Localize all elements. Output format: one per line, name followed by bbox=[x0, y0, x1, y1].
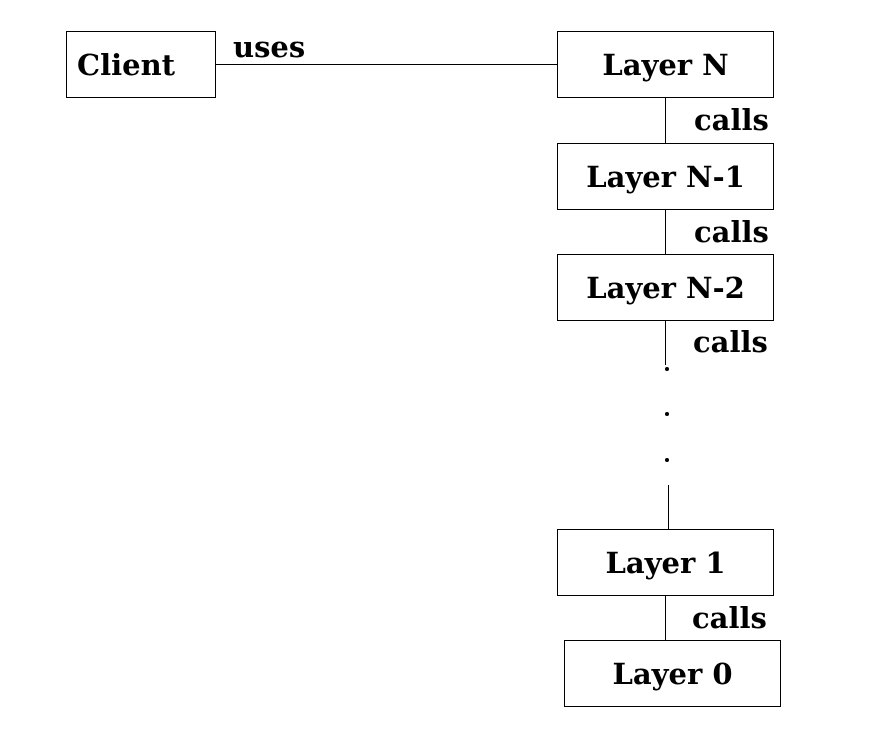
connector-to-layer-1 bbox=[668, 485, 669, 529]
client-label: Client bbox=[77, 47, 176, 82]
calls-label-n: calls bbox=[694, 103, 769, 137]
layer-n-1-label: Layer N-1 bbox=[586, 159, 745, 194]
layer-0-box: Layer 0 bbox=[564, 640, 781, 707]
calls-connector-n bbox=[665, 98, 666, 143]
layer-n-1-box: Layer N-1 bbox=[557, 143, 774, 210]
client-box: Client bbox=[66, 31, 216, 98]
layer-n-2-box: Layer N-2 bbox=[557, 254, 774, 321]
calls-connector-1 bbox=[665, 596, 666, 640]
calls-connector-n-2 bbox=[665, 321, 666, 365]
calls-label-n-2: calls bbox=[693, 325, 768, 359]
calls-connector-n-1 bbox=[665, 210, 666, 254]
layer-n-box: Layer N bbox=[557, 31, 774, 98]
uses-connector bbox=[216, 64, 558, 65]
layer-0-label: Layer 0 bbox=[612, 656, 733, 691]
ellipsis-dot-3 bbox=[665, 458, 669, 462]
ellipsis-dot-1 bbox=[665, 367, 669, 371]
layer-n-2-label: Layer N-2 bbox=[586, 270, 745, 305]
calls-label-1: calls bbox=[692, 601, 767, 635]
layer-1-label: Layer 1 bbox=[605, 545, 726, 580]
ellipsis-dot-2 bbox=[665, 412, 669, 416]
layer-n-label: Layer N bbox=[602, 47, 729, 82]
uses-label: uses bbox=[233, 30, 306, 64]
layer-1-box: Layer 1 bbox=[557, 529, 774, 596]
calls-label-n-1: calls bbox=[694, 215, 769, 249]
